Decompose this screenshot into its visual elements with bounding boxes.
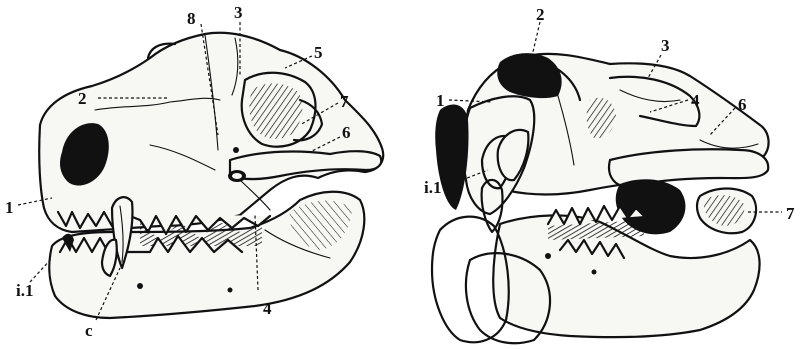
right-skull-drawing	[432, 53, 769, 343]
label-left-5: 5	[314, 43, 323, 62]
label-left-2: 2	[78, 89, 87, 108]
label-left-7: 7	[340, 92, 349, 111]
label-right-4: 4	[691, 91, 700, 110]
label-left-c: c	[85, 321, 93, 340]
label-left-3: 3	[234, 3, 243, 22]
label-right-i1: i.1	[424, 178, 441, 197]
label-left-8: 8	[187, 9, 196, 28]
label-left-6: 6	[342, 123, 351, 142]
left-skull-drawing	[39, 33, 383, 318]
label-left-4: 4	[263, 299, 272, 318]
label-left-i1: i.1	[16, 281, 33, 300]
label-right-3: 3	[661, 36, 670, 55]
label-left-1: 1	[5, 198, 14, 217]
label-right-7: 7	[786, 204, 795, 223]
label-right-6: 6	[738, 95, 747, 114]
label-right-2: 2	[536, 5, 545, 24]
label-right-1: 1	[436, 91, 445, 110]
